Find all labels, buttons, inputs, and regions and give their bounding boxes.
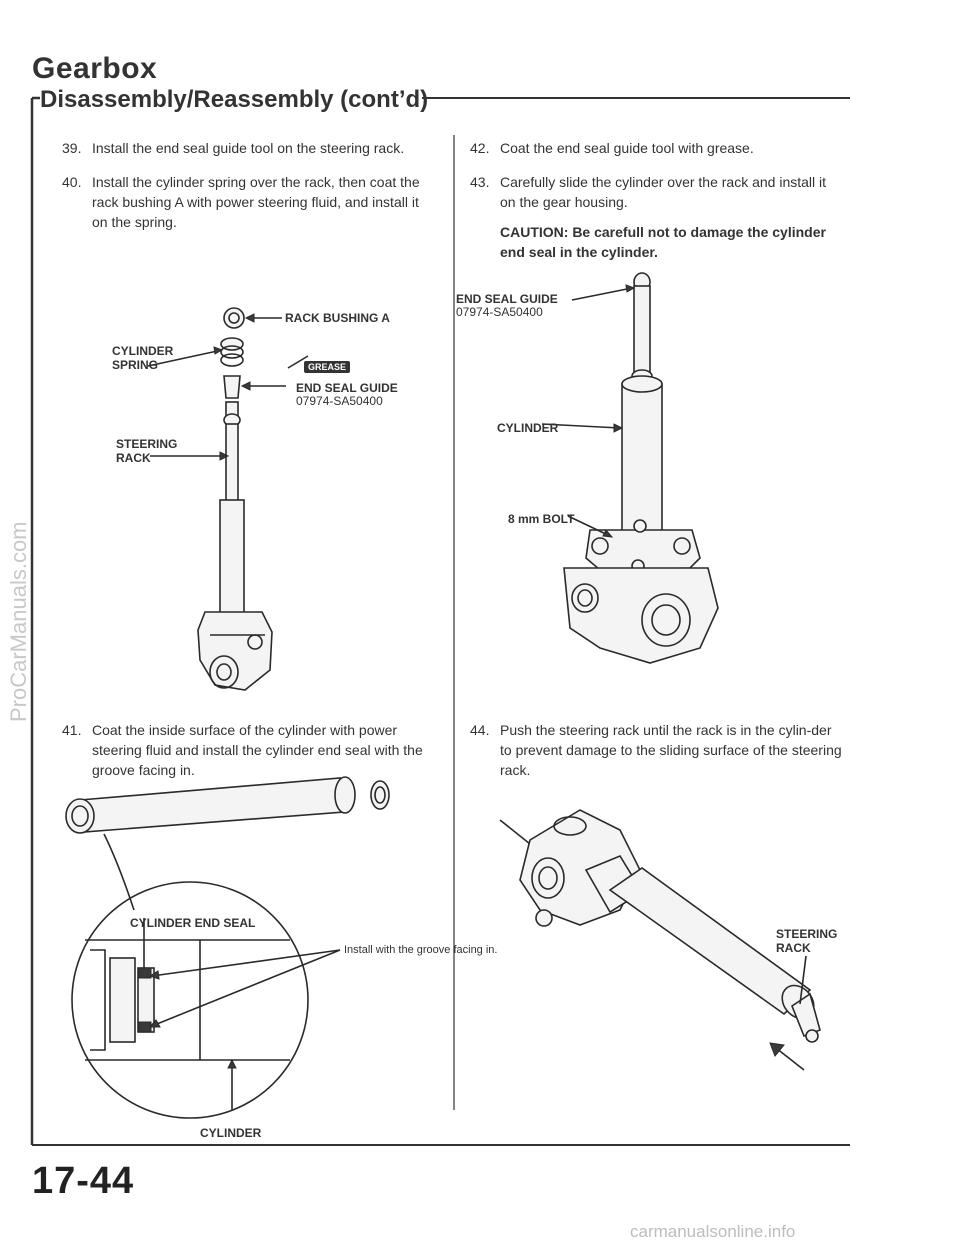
step-text: Install the end seal guide tool on the s…: [92, 140, 405, 156]
step-text: Coat the inside surface of the cylinder …: [92, 722, 423, 778]
step-number: 39.: [62, 140, 82, 156]
label-cylinder-spring-line2: SPRING: [112, 358, 159, 372]
label-steering-rack-right-line1: STEERING: [776, 927, 838, 941]
step-text: Carefully slide the cylinder over the ra…: [500, 174, 827, 210]
step-39: 39. Install the end seal guide tool on t…: [62, 138, 442, 158]
step-44: 44. Push the steering rack until the rac…: [470, 720, 850, 780]
step-41: 41. Coat the inside surface of the cylin…: [62, 720, 442, 780]
step-number: 43.: [470, 174, 490, 190]
label-cylinder-end-seal: CYLINDER END SEAL: [130, 916, 256, 930]
step-number: 40.: [62, 174, 82, 190]
caution-note: CAUTION: Be carefull not to damage the c…: [500, 224, 826, 260]
page-title: Gearbox: [32, 52, 158, 85]
label-cylinder-right: CYLINDER: [497, 421, 559, 435]
label-steering-rack-right-line2: RACK: [776, 941, 811, 955]
figure-rack-push: [499, 809, 821, 1071]
step-42: 42. Coat the end seal guide tool with gr…: [470, 138, 850, 158]
watermark-left: ProCarManuals.com: [6, 521, 31, 722]
label-cylinder: CYLINDER: [200, 1126, 262, 1140]
section-title: Disassembly/Reassembly (cont’d): [40, 86, 429, 113]
label-rack-bushing: RACK BUSHING A: [285, 311, 390, 325]
label-bolt: 8 mm BOLT: [508, 512, 575, 526]
step-number: 42.: [470, 140, 490, 156]
label-steering-rack-line2: RACK: [116, 451, 151, 465]
label-end-seal-guide-right: END SEAL GUIDE: [456, 292, 558, 306]
step-text: Push the steering rack until the rack is…: [500, 722, 842, 778]
figure-rack-assembly: [147, 307, 309, 691]
step-text: Install the cylinder spring over the rac…: [92, 174, 420, 230]
page-number: 17-44: [32, 1160, 135, 1202]
figure-cylinder-end-seal: [65, 776, 390, 1119]
figure-cylinder-installed: [541, 272, 719, 664]
label-tool-number-right: 07974-SA50400: [456, 305, 543, 319]
label-steering-rack-line1: STEERING: [116, 437, 178, 451]
watermark-bottom: carmanualsonline.info: [630, 1222, 796, 1241]
step-43: 43. Carefully slide the cylinder over th…: [470, 172, 850, 212]
step-number: 44.: [470, 722, 490, 738]
label-end-seal-guide: END SEAL GUIDE: [296, 381, 398, 395]
grease-icon: GREASE: [304, 361, 351, 373]
step-40: 40. Install the cylinder spring over the…: [62, 172, 442, 232]
label-groove-note: Install with the groove facing in.: [344, 944, 498, 956]
step-text: Coat the end seal guide tool with grease…: [500, 140, 754, 156]
label-cylinder-spring-line1: CYLINDER: [112, 344, 174, 358]
step-number: 41.: [62, 722, 82, 738]
label-tool-number: 07974-SA50400: [296, 394, 383, 408]
